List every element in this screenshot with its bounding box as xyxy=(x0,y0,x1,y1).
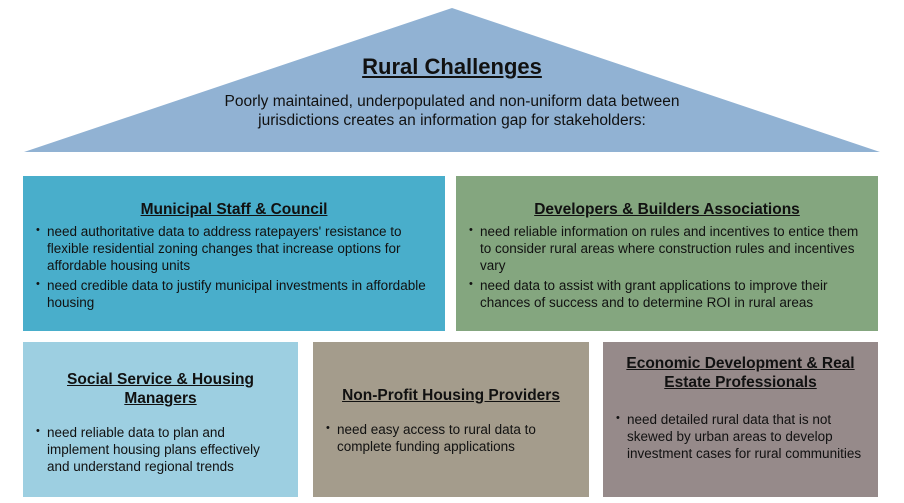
social-service-bullets: need reliable data to plan and implement… xyxy=(35,423,286,475)
developers-title: Developers & Builders Associations xyxy=(534,201,800,218)
economic-development-box: Economic Development & Real Estate Profe… xyxy=(603,342,878,497)
description-line-2: jurisdictions creates an information gap… xyxy=(258,112,646,129)
developers-bullet-1: need reliable information on rules and i… xyxy=(468,222,866,274)
non-profit-bullet-1: need easy access to rural data to comple… xyxy=(325,420,577,455)
non-profit-title: Non-Profit Housing Providers xyxy=(342,387,560,404)
economic-development-bullets: need detailed rural data that is not ske… xyxy=(615,410,866,462)
social-service-box: Social Service & Housing Managers need r… xyxy=(23,342,298,497)
developers-bullet-2: need data to assist with grant applicati… xyxy=(468,276,866,311)
roof-triangle xyxy=(24,8,880,152)
description-line-1: Poorly maintained, underpopulated and no… xyxy=(224,93,680,110)
diagram-title: Rural Challenges xyxy=(362,54,542,79)
municipal-bullet-1: need authoritative data to address ratep… xyxy=(35,222,433,274)
roof-shape xyxy=(24,8,880,152)
economic-development-title: Economic Development & Real Estate Profe… xyxy=(626,355,855,391)
municipal-staff-title: Municipal Staff & Council xyxy=(140,201,328,218)
social-service-title: Social Service & Housing Managers xyxy=(67,371,254,407)
economic-bullet-1: need detailed rural data that is not ske… xyxy=(615,410,866,462)
municipal-staff-box: Municipal Staff & Council need authorita… xyxy=(23,176,445,331)
developers-bullets: need reliable information on rules and i… xyxy=(468,222,866,311)
roof-content: Rural Challenges Poorly maintained, unde… xyxy=(150,54,754,130)
municipal-staff-bullets: need authoritative data to address ratep… xyxy=(35,222,433,311)
non-profit-box: Non-Profit Housing Providers need easy a… xyxy=(313,342,589,497)
municipal-bullet-2: need credible data to justify municipal … xyxy=(35,276,433,311)
social-bullet-1: need reliable data to plan and implement… xyxy=(35,423,286,475)
developers-box: Developers & Builders Associations need … xyxy=(456,176,878,331)
non-profit-bullets: need easy access to rural data to comple… xyxy=(325,420,577,455)
diagram-description: Poorly maintained, underpopulated and no… xyxy=(150,92,754,130)
